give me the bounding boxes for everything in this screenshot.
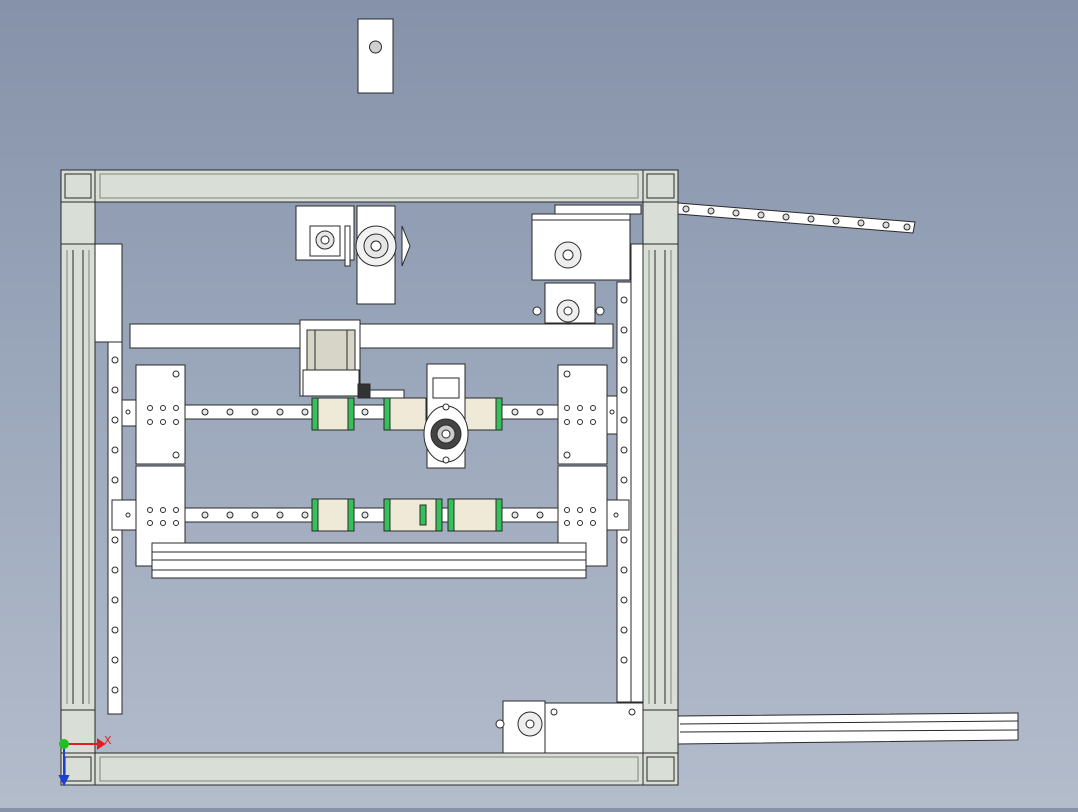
- top-extrusion[interactable]: [94, 169, 644, 203]
- carriage-block-upper-2[interactable]: [383, 397, 427, 431]
- carriage-block-upper-1[interactable]: [311, 397, 355, 431]
- pillow-block-bearing[interactable]: [423, 363, 469, 469]
- left-carriage-plate[interactable]: [111, 364, 186, 567]
- carriage-block-upper-3[interactable]: [459, 397, 503, 431]
- corner-block-tr[interactable]: [642, 169, 679, 203]
- bottom-right-drive[interactable]: [495, 700, 644, 754]
- corner-block-br[interactable]: [642, 752, 679, 786]
- coordinate-triad-icon: X: [58, 734, 112, 787]
- bed-extrusion[interactable]: [151, 542, 587, 579]
- bottom-extrusion[interactable]: [94, 752, 644, 786]
- corner-block-tl[interactable]: [60, 169, 96, 203]
- top-left-bearing-assembly[interactable]: [295, 205, 411, 305]
- carriage-block-lower-2[interactable]: [383, 498, 443, 532]
- loose-plate[interactable]: [357, 18, 394, 94]
- gantry-beam[interactable]: [129, 323, 614, 349]
- x-axis-label: X: [104, 734, 112, 747]
- carriage-block-lower-1[interactable]: [311, 498, 355, 532]
- left-vertical-rail[interactable]: [94, 243, 123, 715]
- angled-toothed-rail[interactable]: [677, 202, 916, 234]
- right-vertical-rail[interactable]: [616, 243, 644, 703]
- protruding-rod[interactable]: [677, 712, 1019, 745]
- carriage-block-lower-3[interactable]: [447, 498, 503, 532]
- left-extrusion[interactable]: [60, 243, 96, 711]
- top-right-motor-block[interactable]: [531, 204, 642, 324]
- right-extrusion[interactable]: [642, 243, 679, 711]
- stepper-motor[interactable]: [299, 319, 405, 399]
